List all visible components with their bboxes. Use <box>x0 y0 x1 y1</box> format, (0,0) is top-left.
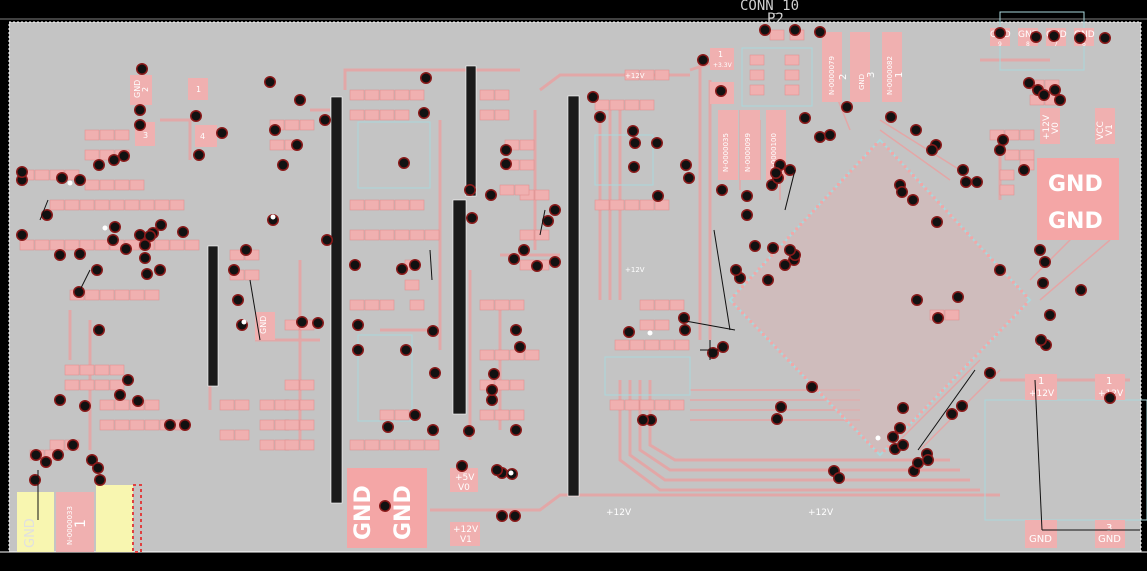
gnd-label-center-b: GND <box>391 485 416 540</box>
conn-gnd-left: GND <box>23 518 38 548</box>
yellow-connectors: N-0000033 1 GND <box>17 484 142 553</box>
ratsnest-lines <box>37 169 1140 531</box>
net-label-n99: N-0000099 <box>744 133 752 172</box>
conn-num-1-left: 1 <box>73 519 89 528</box>
num-1-top: 1 <box>894 72 905 78</box>
left-num-4: 4 <box>200 132 205 141</box>
left-num-1: 1 <box>196 85 201 94</box>
gnd-pad-right: GND GND <box>1037 158 1119 240</box>
ic-outlines <box>357 11 1147 521</box>
gnd-label-right-b: GND <box>1048 209 1103 234</box>
v1-label: V1 <box>1105 124 1115 136</box>
p12v-trace-label-2: +12V <box>808 508 834 518</box>
net-label-n100: N-0000100 <box>770 133 778 172</box>
net-num-3: 3 <box>866 72 877 78</box>
p33v-label: +3.3V <box>713 62 733 69</box>
connector-ref: P2 <box>767 11 784 27</box>
header-3 <box>465 65 477 197</box>
gnd-bottom-left-label: GND <box>1029 534 1052 545</box>
p12v-trace-label-4: +12V <box>625 266 645 274</box>
trace-labels: +12V +12V +12V +12V +12V V1 +5V V0 <box>450 72 834 546</box>
num-1-right-b: 1 <box>1106 376 1112 387</box>
net-label-n33: N-0000033 <box>66 506 74 545</box>
header-2 <box>207 245 219 387</box>
left-num-2: 2 <box>141 87 150 92</box>
left-labels: GND 2 3 1 4 GND <box>130 75 275 340</box>
p12v-right-a: +12V <box>1029 389 1055 399</box>
mid-gnd-label: GND <box>259 316 268 334</box>
net-num-2: 2 <box>838 74 849 80</box>
num-1-right-a: 1 <box>1038 376 1044 387</box>
header-4 <box>452 199 467 415</box>
v1-bottom-label: V1 <box>460 535 472 545</box>
net-label-n35: N-0000035 <box>722 133 730 172</box>
gnd-label-right-a: GND <box>1048 172 1103 197</box>
pin-num-6: 6 <box>1082 41 1086 48</box>
net-label-n79: N-0000079 <box>828 56 836 95</box>
pin-headers <box>207 65 580 504</box>
p12v-trace-label-3: +12V <box>625 72 645 80</box>
header-1 <box>330 96 343 504</box>
header-5 <box>567 95 580 497</box>
vias <box>16 24 1116 522</box>
num-1-small: 1 <box>718 50 723 59</box>
p12v-v0-label: +12V <box>1042 114 1052 140</box>
num-3-bottom: 3 <box>1106 523 1112 534</box>
pin-num-9: 9 <box>998 41 1002 48</box>
vcc-label: VCC <box>1096 121 1106 140</box>
connector-title: CONN_10 <box>740 0 799 14</box>
v0-label: V0 <box>1051 122 1061 134</box>
p12v-bottom-label: +12V <box>453 525 479 535</box>
p12v-trace-label-1: +12V <box>606 508 632 518</box>
gnd-bottom-right-label: GND <box>1098 534 1121 545</box>
gnd-pin-2: GND <box>1018 30 1039 40</box>
left-gnd-label: GND <box>133 80 142 98</box>
net-label-n82: N-0000082 <box>886 56 894 95</box>
net-gnd-small: GND <box>858 74 866 90</box>
v0-bottom-label: V0 <box>458 483 470 493</box>
pin-num-8: 8 <box>1026 41 1030 48</box>
gnd-label-center-a: GND <box>351 485 376 540</box>
left-num-3: 3 <box>143 131 148 140</box>
p5v-label: +5V <box>455 473 475 483</box>
pin-num-7: 7 <box>1054 41 1058 48</box>
